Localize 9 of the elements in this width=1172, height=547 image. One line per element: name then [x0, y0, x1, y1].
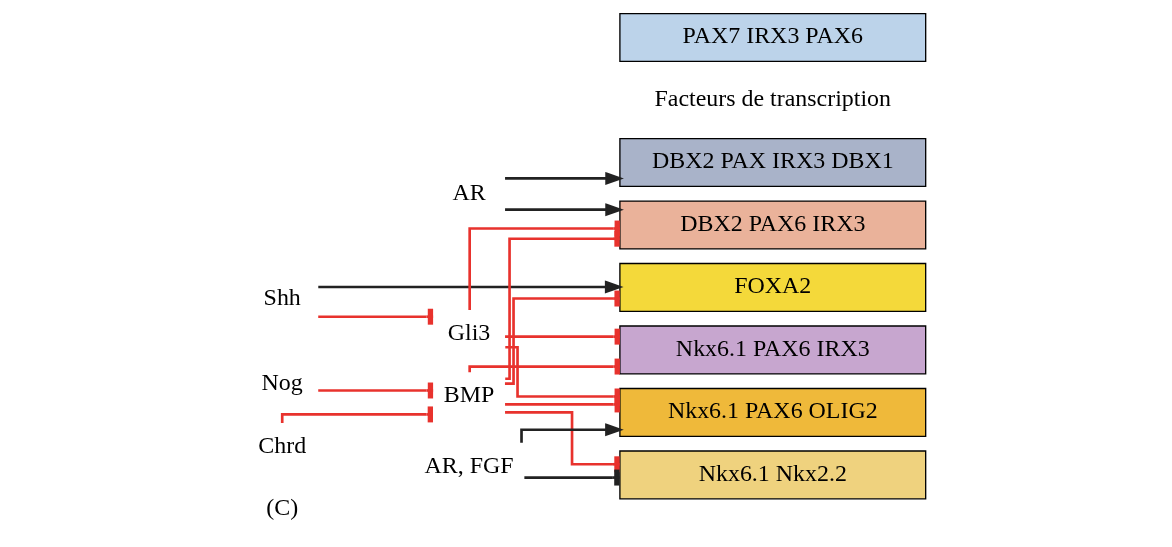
label: (C) — [266, 494, 299, 521]
node-text: Shh — [263, 284, 301, 311]
node-text: AR, FGF — [424, 451, 514, 478]
node-text: AR — [452, 179, 486, 206]
node-text: Nog — [261, 369, 303, 396]
node-text: Gli3 — [447, 318, 491, 345]
node-text: BMP — [443, 381, 495, 408]
node-text: Chrd — [258, 431, 307, 458]
label: Facteurs de transcription — [654, 84, 892, 111]
